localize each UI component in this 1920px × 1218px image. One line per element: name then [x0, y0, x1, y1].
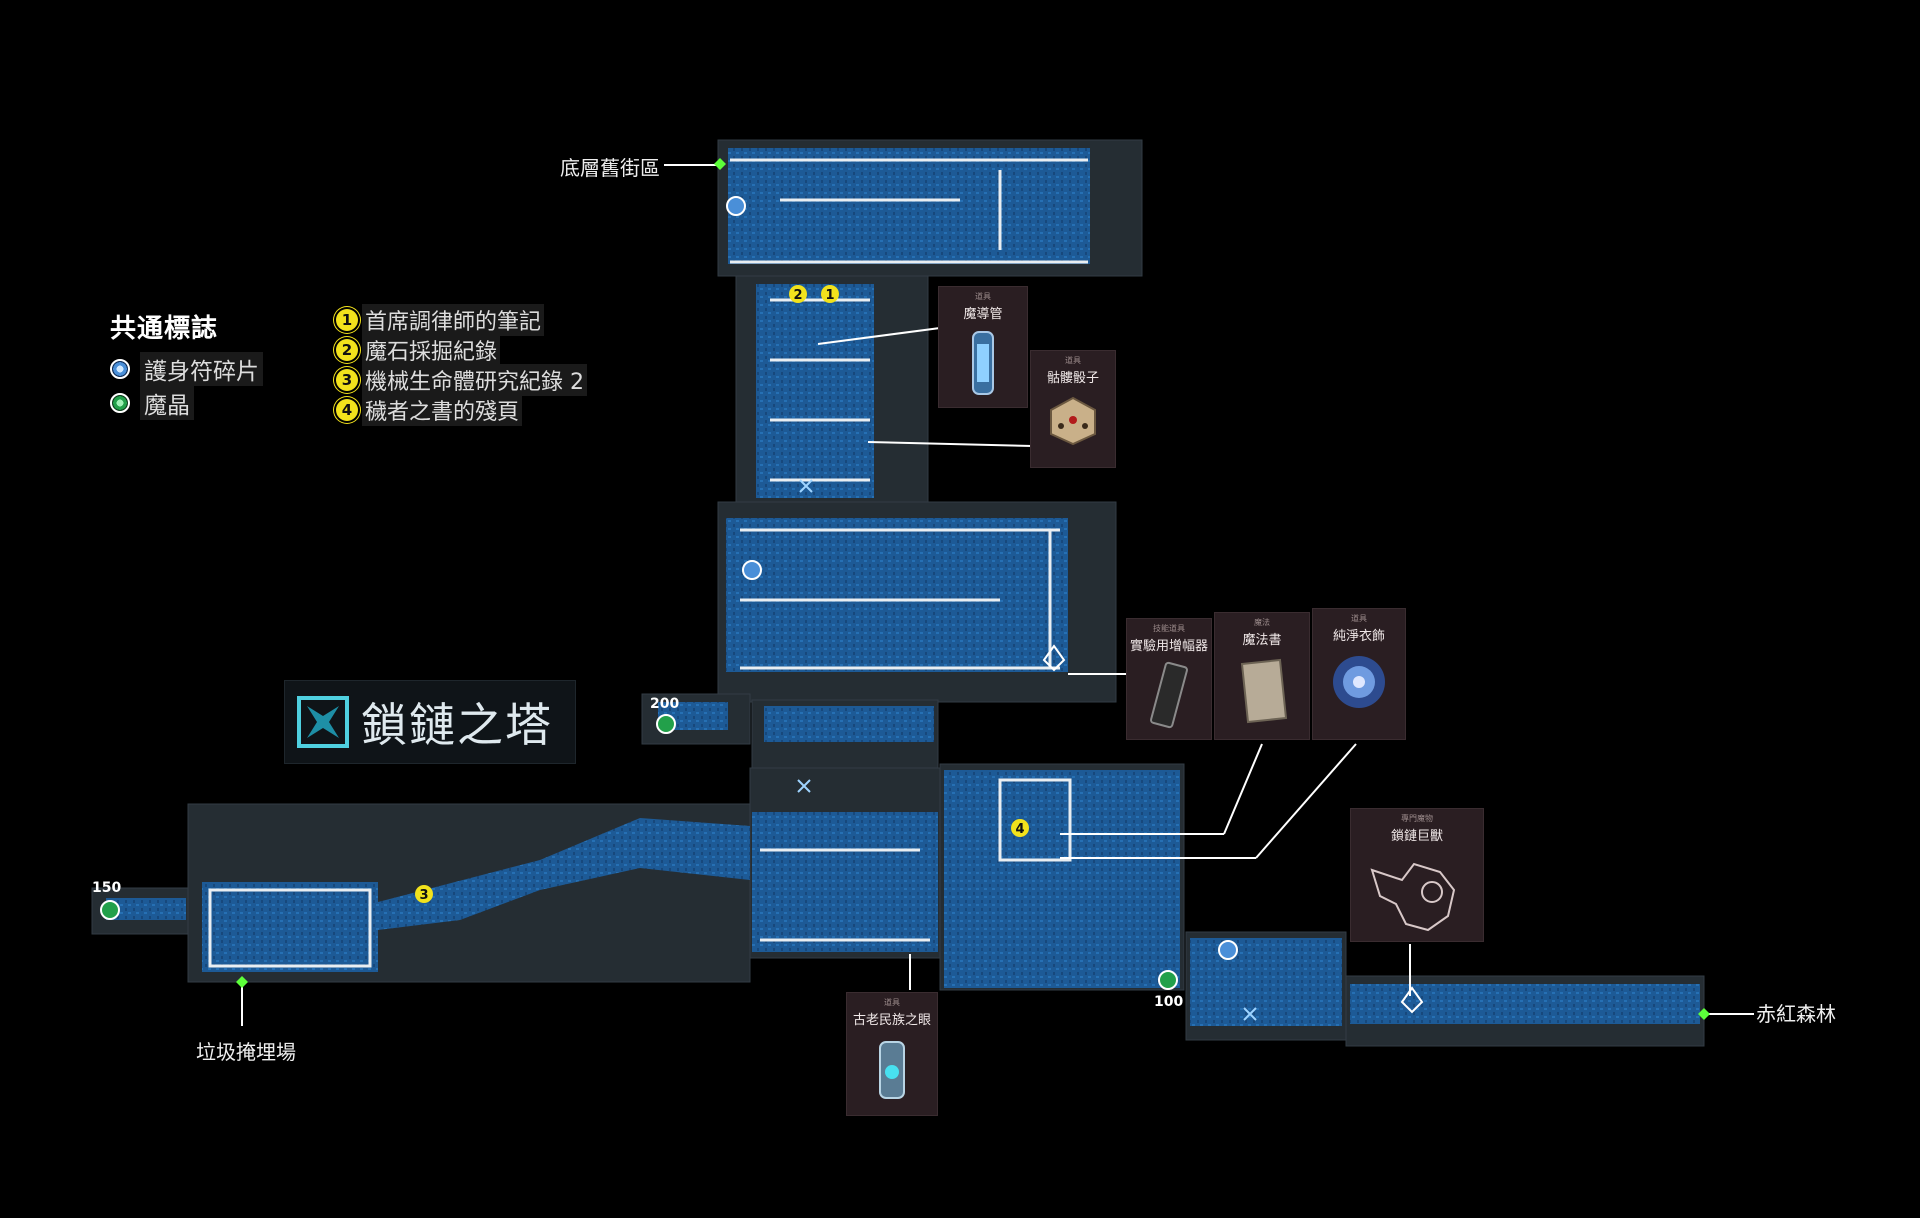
note-label: 魔石採掘紀錄 — [362, 334, 501, 366]
boss-marker-icon — [1042, 644, 1066, 672]
item-title: 實驗用增幅器 — [1129, 639, 1208, 654]
crystal-value: 200 — [650, 696, 680, 712]
svg-text:2: 2 — [793, 288, 802, 303]
item-category: 技能道具 — [1153, 624, 1185, 633]
map-room-walls — [208, 158, 1088, 968]
item-title: 魔法書 — [1242, 633, 1282, 648]
chain-tower-icon — [297, 696, 349, 748]
note-number-badge: 2 — [336, 339, 358, 361]
svg-text:4: 4 — [1015, 822, 1024, 837]
item-category: 道具 — [975, 292, 991, 301]
item-category: 道具 — [1351, 614, 1367, 623]
exit-right — [1698, 1008, 1710, 1020]
amulet-shard-icon — [1218, 940, 1238, 960]
exit-markers[interactable] — [236, 158, 1710, 1020]
amulet-shard-icon — [726, 196, 746, 216]
exit-label-crimson-forest[interactable]: 赤紅森林 — [1756, 1002, 1836, 1026]
ancient-eye-icon — [879, 1041, 905, 1099]
item-title: 古老民族之眼 — [852, 1013, 931, 1028]
item-card-skull-dice[interactable]: 道具 骷髏骰子 — [1030, 350, 1116, 468]
exit-label-landfill[interactable]: 垃圾掩埋場 — [196, 1040, 296, 1064]
note-item-3: 3 機械生命體研究紀錄 2 — [336, 364, 587, 396]
note-4-marker-icon — [1011, 819, 1029, 837]
note-label: 機械生命體研究紀錄 2 — [362, 364, 587, 396]
map-icons[interactable]: 2 1 3 4 — [100, 196, 1424, 1021]
magic-crystal-icon — [656, 714, 676, 734]
note-item-2: 2 魔石採掘紀錄 — [336, 334, 501, 366]
note-label: 首席調律師的筆記 — [362, 304, 545, 336]
legend-item-label: 魔晶 — [140, 386, 194, 420]
item-card-ancient-eye[interactable]: 道具 古老民族之眼 — [846, 992, 938, 1116]
amplifier-icon — [1150, 661, 1188, 729]
item-card-chain-beast[interactable]: 專門魔物 鎖鏈巨獸 — [1350, 808, 1484, 942]
item-category: 道具 — [1065, 356, 1081, 365]
magic-tube-icon — [972, 331, 994, 395]
exit-bottom-left — [236, 976, 248, 988]
save-point-icon — [797, 779, 811, 793]
note-number-badge: 1 — [336, 309, 358, 331]
exit-top-left — [714, 158, 726, 170]
svg-text:1: 1 — [825, 288, 834, 303]
boss-marker-icon — [1400, 986, 1424, 1014]
note-3-marker-icon — [415, 885, 433, 903]
amulet-shard-icon — [110, 359, 130, 379]
magic-crystal-icon — [1158, 970, 1178, 990]
pure-garment-icon — [1333, 656, 1385, 708]
item-title: 魔導管 — [963, 307, 1003, 322]
skull-dice-icon — [1050, 396, 1096, 446]
item-card-magic-tube[interactable]: 道具 魔導管 — [938, 286, 1028, 408]
note-1-marker-icon — [821, 285, 839, 303]
magic-book-icon — [1240, 658, 1288, 724]
svg-text:3: 3 — [419, 888, 428, 903]
area-title: 鎖鏈之塔 — [284, 680, 576, 764]
note-item-1: 1 首席調律師的筆記 — [336, 304, 545, 336]
amulet-shard-icon — [742, 560, 762, 580]
magic-crystal-icon — [100, 900, 120, 920]
legend-item-label: 護身符碎片 — [140, 352, 263, 386]
item-card-magic-book[interactable]: 魔法 魔法書 — [1214, 612, 1310, 740]
item-title: 鎖鏈巨獸 — [1390, 829, 1443, 844]
note-item-4: 4 穢者之書的殘頁 — [336, 394, 523, 426]
legend-item-crystal: 魔晶 — [110, 386, 194, 420]
item-category: 魔法 — [1254, 618, 1270, 627]
crystal-value: 150 — [92, 880, 122, 896]
item-title: 純淨衣飾 — [1332, 629, 1385, 644]
crystal-value: 100 — [1154, 994, 1184, 1010]
save-point-icon — [799, 479, 813, 493]
area-name: 鎖鏈之塔 — [361, 698, 553, 752]
chain-beast-icon — [1370, 862, 1456, 932]
legend-title: 共通標誌 — [110, 314, 219, 344]
item-card-amplifier[interactable]: 技能道具 實驗用增幅器 — [1126, 618, 1212, 740]
save-point-icon — [1243, 1007, 1257, 1021]
magic-crystal-icon — [110, 393, 130, 413]
note-number-badge: 4 — [336, 399, 358, 421]
exit-label-old-street[interactable]: 底層舊街區 — [560, 156, 660, 180]
legend-item-amulet: 護身符碎片 — [110, 352, 263, 386]
note-label: 穢者之書的殘頁 — [362, 394, 523, 426]
item-title: 骷髏骰子 — [1046, 371, 1099, 386]
item-category: 專門魔物 — [1401, 814, 1433, 823]
callout-lines — [241, 164, 1754, 1026]
note-number-badge: 3 — [336, 369, 358, 391]
item-card-pure-garment[interactable]: 道具 純淨衣飾 — [1312, 608, 1406, 740]
note-2-marker-icon — [789, 285, 807, 303]
map-rooms — [106, 148, 1700, 1026]
item-category: 道具 — [884, 998, 900, 1007]
